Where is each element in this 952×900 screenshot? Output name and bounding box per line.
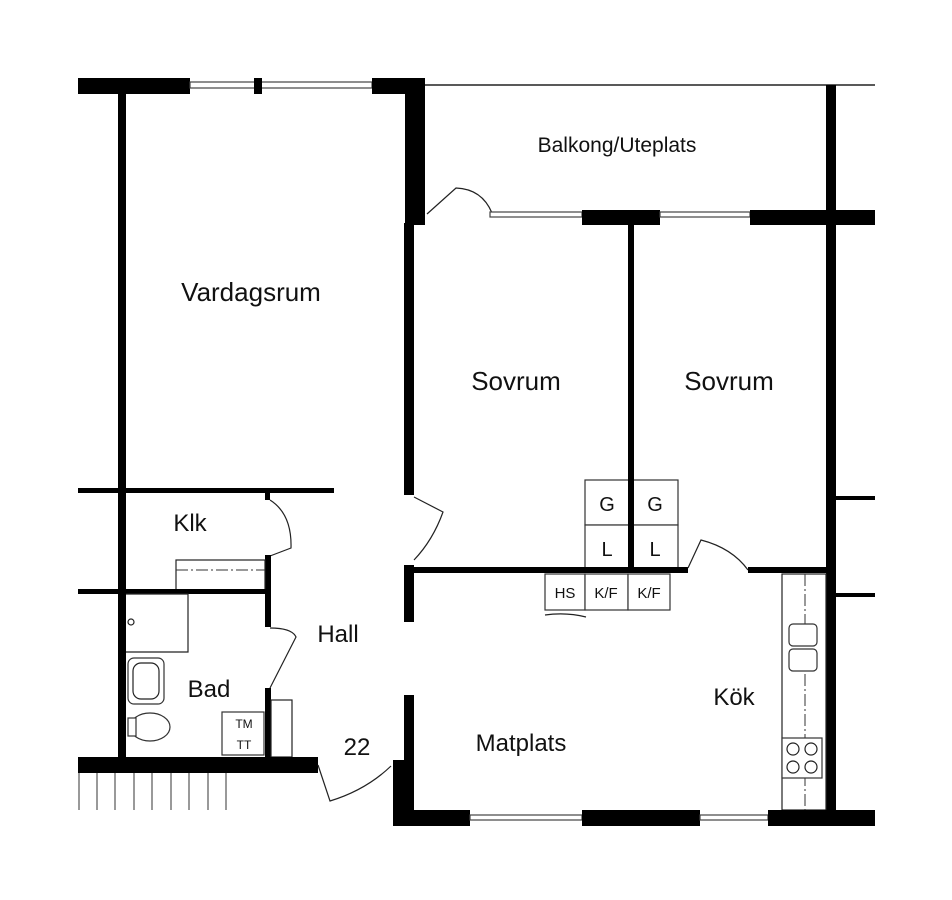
appliance-kf-1-label: K/F: [594, 585, 617, 602]
wardrobe-2-bottom: [629, 524, 679, 571]
wardrobe-2-top: [629, 479, 679, 526]
room-label-closet: Klk: [173, 510, 207, 537]
stove-burner-4: [804, 760, 818, 774]
room-label-bathroom: Bad: [188, 676, 231, 703]
appliance-kf-2: [627, 573, 671, 611]
door-closet: [269, 499, 292, 557]
door-bedroom-2: [687, 539, 749, 571]
washbasin-bowl: [132, 662, 160, 700]
door-bedroom-1: [413, 496, 444, 561]
sink-basin-2: [788, 648, 818, 672]
sink-basin-1: [788, 623, 818, 647]
room-label-bedroom-2: Sovrum: [684, 366, 774, 396]
washer-label: TM: [235, 717, 252, 731]
room-label-living-room: Vardagsrum: [181, 277, 321, 307]
door-balcony: [426, 187, 493, 215]
wall-top-left: [78, 78, 190, 94]
room-label-dining: Matplats: [476, 730, 567, 757]
appliance-kf-2-label: K/F: [637, 585, 660, 602]
wall-balcony-mid: [582, 210, 660, 225]
door-closet-hinge: [265, 493, 270, 500]
wall-living-balcony: [405, 78, 425, 225]
room-label-kitchen: Kök: [713, 684, 755, 711]
toilet-tank: [127, 717, 137, 737]
wall-hall-dining-lower: [404, 695, 414, 826]
wardrobe-2-bottom-label: L: [649, 539, 660, 561]
room-label-balcony: Balkong/Uteplats: [538, 134, 697, 157]
stairs: [78, 773, 227, 810]
wall-bath-hall: [265, 688, 271, 760]
washer-dryer-box: [221, 711, 265, 756]
wall-balcony-right: [750, 210, 875, 225]
appliance-kf-1: [584, 573, 629, 611]
stove-burner-1: [786, 742, 800, 756]
entrance-number: 22: [344, 734, 371, 761]
shower-area: [126, 593, 189, 653]
window-bedroom-1: [489, 211, 583, 218]
room-label-hall: Hall: [317, 621, 358, 648]
window-mullion: [254, 78, 262, 94]
wall-entrance-jamb: [393, 760, 407, 826]
wall-bottom-left: [393, 810, 470, 826]
shower-drain: [127, 618, 135, 626]
wall-closet-bath: [78, 589, 268, 594]
wall-bottom-mid: [582, 810, 700, 826]
wall-stub-right-lower: [836, 593, 875, 597]
wall-left-outer: [118, 94, 126, 760]
dryer-label: TT: [237, 738, 252, 752]
stove-burner-3: [786, 760, 800, 774]
wall-right-outer: [826, 85, 836, 810]
window-kitchen: [699, 814, 769, 821]
wall-between-bedrooms: [628, 225, 634, 570]
room-label-bedroom-1: Sovrum: [471, 366, 561, 396]
window-bedroom-2: [659, 211, 751, 218]
stove: [781, 737, 823, 779]
door-bathroom: [269, 627, 297, 689]
door-entrance: [317, 764, 392, 802]
wall-bedroom-kitchen-right: [748, 567, 826, 573]
appliance-hs-label: HS: [555, 585, 576, 602]
hall-cupboard: [270, 699, 293, 758]
appliance-underline-mark: [544, 613, 587, 618]
stove-burner-2: [804, 742, 818, 756]
window-living-room: [189, 81, 373, 89]
wall-stub-right-upper: [836, 496, 875, 500]
wardrobe-2-top-label: G: [647, 494, 663, 516]
wall-living-bedroom: [404, 223, 414, 495]
window-dining: [469, 814, 583, 821]
wardrobe-1-top-label: G: [599, 494, 615, 516]
wall-bedroom-kitchen-left: [414, 567, 688, 573]
wardrobe-1-bottom-label: L: [601, 539, 612, 561]
wall-living-closet: [78, 488, 334, 493]
appliance-hs: [544, 573, 586, 611]
washbasin: [127, 657, 165, 705]
wall-bottom-right: [768, 810, 875, 826]
wall-bottom-entrance-left: [78, 757, 318, 773]
closet-shelf: [175, 559, 266, 591]
wall-hall-dining-upper: [404, 565, 414, 622]
